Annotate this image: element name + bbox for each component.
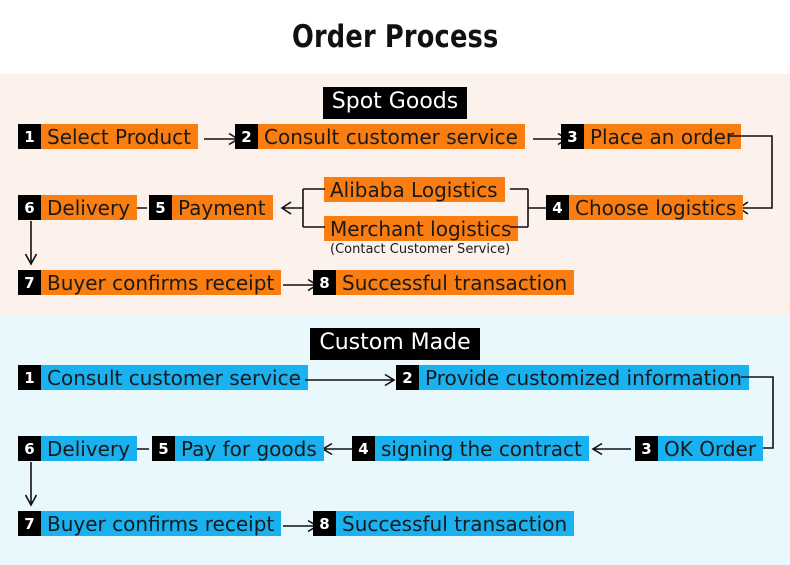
spot-step-5-label: Payment [172,195,273,220]
custom-step-3[interactable]: 3 OK Order [635,436,764,461]
section-custom-made: Custom Made 1 Consult customer service 2… [0,316,790,565]
spot-step-5[interactable]: 5 Payment [149,195,273,220]
spot-step-6-label: Delivery [41,195,138,220]
spot-option-note: (Contact Customer Service) [330,242,511,257]
custom-step-4[interactable]: 4 signing the contract [352,436,589,461]
custom-step-4-number: 4 [352,436,375,461]
page-title-bar: Order Process [0,0,790,74]
custom-step-1[interactable]: 1 Consult customer service [18,365,308,390]
custom-step-6-number: 6 [18,436,41,461]
spot-step-7[interactable]: 7 Buyer confirms receipt [18,270,282,295]
spot-goods-banner: Spot Goods [322,87,468,119]
custom-step-2-number: 2 [396,365,419,390]
custom-step-4-label: signing the contract [375,436,589,461]
custom-arrow-3-to-4 [591,442,631,456]
custom-step-6[interactable]: 6 Delivery [18,436,138,461]
page-title: Order Process [291,19,499,55]
custom-step-8-number: 8 [313,511,336,536]
spot-step-4-label: Choose logistics [569,195,744,220]
spot-bracket-4-to-options [510,188,546,228]
spot-step-3-label: Place an order [584,124,742,149]
spot-step-2[interactable]: 2 Consult customer service [235,124,525,149]
custom-step-7-label: Buyer confirms receipt [41,511,282,536]
custom-step-5-label: Pay for goods [175,436,324,461]
spot-option-merchant-logistics[interactable]: Merchant logistics [324,216,519,241]
custom-step-1-label: Consult customer service [41,365,308,390]
custom-step-1-number: 1 [18,365,41,390]
custom-step-7-number: 7 [18,511,41,536]
spot-step-3[interactable]: 3 Place an order [561,124,742,149]
custom-made-banner: Custom Made [310,328,480,360]
custom-step-6-label: Delivery [41,436,138,461]
spot-step-2-label: Consult customer service [258,124,525,149]
custom-step-5-number: 5 [152,436,175,461]
spot-option-alibaba-logistics[interactable]: Alibaba Logistics [324,177,505,202]
spot-step-7-label: Buyer confirms receipt [41,270,282,295]
custom-step-2[interactable]: 2 Provide customized information [396,365,749,390]
custom-arrow-4-to-5 [321,442,353,456]
custom-made-banner-wrap: Custom Made [0,328,790,360]
custom-step-8[interactable]: 8 Successful transaction [313,511,575,536]
section-spot-goods: Spot Goods 1 Select Product 2 Consult cu… [0,74,790,316]
spot-step-8[interactable]: 8 Successful transaction [313,270,575,295]
custom-arrow-1-to-2 [305,373,396,387]
spot-step-8-label: Successful transaction [336,270,575,295]
spot-step-1-number: 1 [18,124,41,149]
spot-step-1[interactable]: 1 Select Product [18,124,198,149]
spot-step-7-number: 7 [18,270,41,295]
spot-step-8-number: 8 [313,270,336,295]
custom-step-3-label: OK Order [658,436,764,461]
spot-step-2-number: 2 [235,124,258,149]
custom-step-3-number: 3 [635,436,658,461]
spot-step-6[interactable]: 6 Delivery [18,195,138,220]
spot-step-3-number: 3 [561,124,584,149]
custom-step-5[interactable]: 5 Pay for goods [152,436,324,461]
custom-step-2-label: Provide customized information [419,365,749,390]
spot-step-5-number: 5 [149,195,172,220]
spot-bracket-options-to-5 [280,188,325,228]
spot-step-1-label: Select Product [41,124,198,149]
spot-step-4[interactable]: 4 Choose logistics [546,195,744,220]
spot-goods-banner-wrap: Spot Goods [0,87,790,119]
spot-step-4-number: 4 [546,195,569,220]
custom-step-8-label: Successful transaction [336,511,575,536]
spot-step-6-number: 6 [18,195,41,220]
custom-arrow-6-to-7 [24,462,38,507]
custom-step-7[interactable]: 7 Buyer confirms receipt [18,511,282,536]
spot-arrow-6-to-7 [24,221,38,266]
